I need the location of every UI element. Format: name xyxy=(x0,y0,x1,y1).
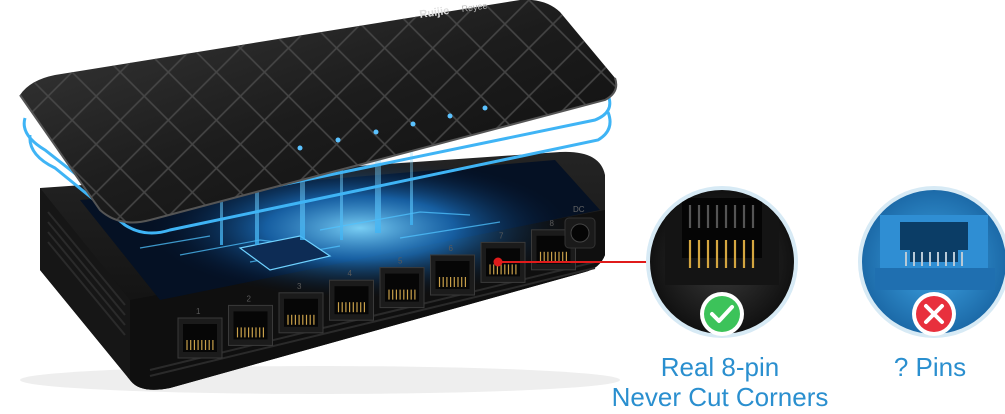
ethernet-port-6: 6 xyxy=(430,244,475,296)
cross-icon xyxy=(924,304,944,324)
brand-logo: Ruijie xyxy=(419,5,450,21)
port-number-6: 6 xyxy=(449,244,454,253)
port-number-3: 3 xyxy=(297,282,302,291)
ethernet-port-3: 3 xyxy=(278,282,324,334)
ethernet-port-1: 1 xyxy=(177,307,223,359)
port-number-7: 7 xyxy=(499,231,504,240)
real-8pin-line1: Real 8-pin xyxy=(660,352,780,382)
port-number-8: 8 xyxy=(550,219,555,228)
ethernet-port-2: 2 xyxy=(228,294,273,346)
brand-sub-logo: Reyee xyxy=(461,0,488,14)
fake-pins-caption: ? Pins xyxy=(860,352,1000,382)
fake-pins-zoom xyxy=(858,186,1005,338)
dc-power-jack: DC xyxy=(564,205,596,249)
check-badge xyxy=(704,296,740,332)
port-number-5: 5 xyxy=(398,257,403,266)
real-8pin-line2: Never Cut Corners xyxy=(611,382,829,412)
port-number-4: 4 xyxy=(348,269,353,278)
port-number-1: 1 xyxy=(196,307,201,316)
dc-label: DC xyxy=(573,205,585,214)
real-8pin-caption: Real 8-pin Never Cut Corners xyxy=(590,352,850,412)
fake-pins-line1: ? Pins xyxy=(893,352,967,382)
floor-shadow xyxy=(20,366,620,394)
real-8pin-zoom xyxy=(646,186,798,338)
port-number-2: 2 xyxy=(247,294,252,303)
ethernet-port-4: 4 xyxy=(329,269,374,321)
check-icon xyxy=(710,305,734,323)
ethernet-port-5: 5 xyxy=(379,257,425,309)
